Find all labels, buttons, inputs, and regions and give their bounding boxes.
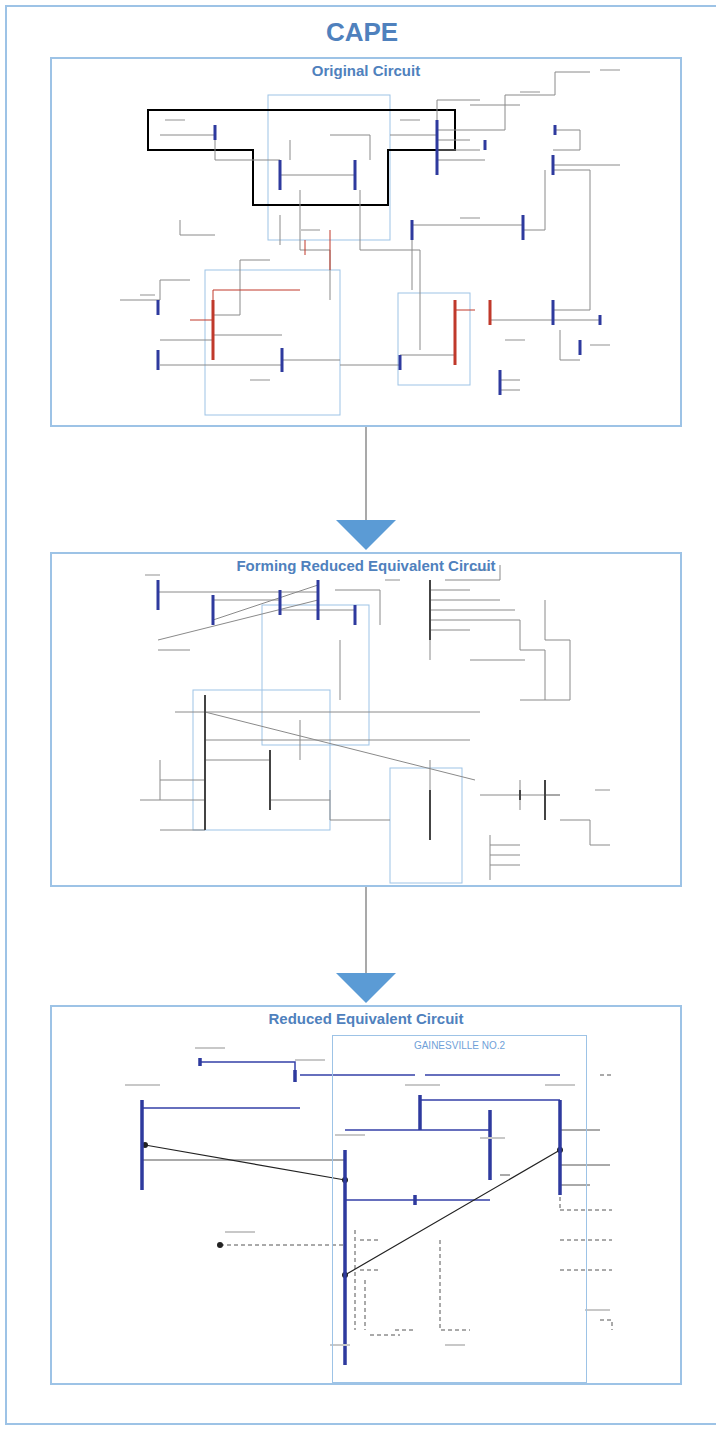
arrow-shaft <box>365 427 367 530</box>
group-box: GAINESVILLE NO.2 <box>332 1035 587 1383</box>
frame-title: CAPE <box>7 7 716 48</box>
arrow-shaft <box>365 887 367 983</box>
selection-outline <box>148 110 455 205</box>
tiny-labels <box>145 570 610 790</box>
bus-bars <box>158 580 355 625</box>
panel-box: Reduced Equivalent CircuitGAINESVILLE NO… <box>50 1005 682 1385</box>
red-wires <box>190 230 475 320</box>
tiny-labels <box>125 1048 610 1345</box>
tiny-labels <box>140 70 620 380</box>
panel-title: Reduced Equivalent Circuit <box>52 1007 680 1028</box>
wires <box>140 565 610 880</box>
panel-box: Original Circuit <box>50 57 682 427</box>
wires <box>120 72 620 395</box>
flow-arrow <box>336 427 396 550</box>
bus-bars <box>205 580 545 840</box>
panel-box: Forming Reduced Equivalent Circuit <box>50 552 682 887</box>
branch-ends <box>142 1142 563 1278</box>
panel-title: Original Circuit <box>52 59 680 80</box>
flow-arrow <box>336 887 396 1003</box>
bus-bars <box>158 120 600 395</box>
arrow-head <box>336 973 396 1003</box>
wires <box>142 1130 610 1185</box>
wires <box>142 1062 560 1200</box>
red-bus-bars <box>213 300 490 365</box>
arrow-head <box>336 520 396 550</box>
outer-frame: CAPE Original CircuitForming Reduced Equi… <box>5 5 716 1425</box>
group-label: GAINESVILLE NO.2 <box>333 1036 586 1052</box>
group-boxes <box>205 95 470 415</box>
group-boxes <box>193 605 462 883</box>
panel-title: Forming Reduced Equivalent Circuit <box>52 554 680 575</box>
bus-bars <box>142 1058 560 1365</box>
equivalent-branches <box>145 1145 560 1275</box>
